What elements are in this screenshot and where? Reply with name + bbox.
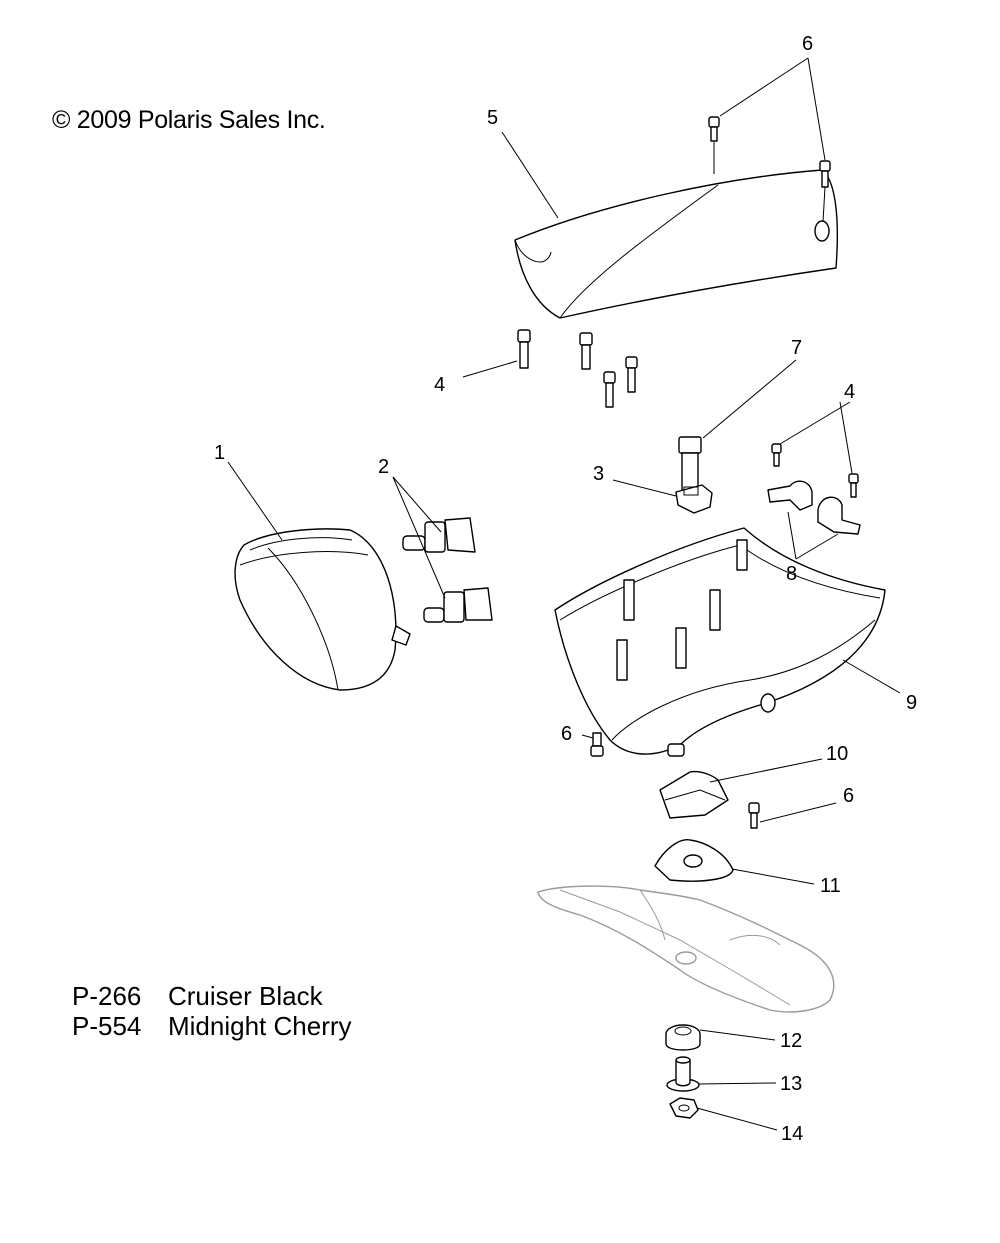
legend-row: P-554 Midnight Cherry: [72, 1011, 352, 1041]
part-11-grommet-plate: [654, 839, 734, 882]
callout-1: 1: [214, 442, 225, 464]
legend-row: P-266 Cruiser Black: [72, 981, 352, 1011]
callout-9: 9: [906, 692, 917, 714]
part-13-spacer: [666, 1056, 700, 1092]
part-14-nut: [669, 1097, 699, 1119]
part-5-top-cover: [514, 169, 838, 319]
callout-labels: 1 2 3 4 4 5 6 6 6 7 8 9 10 11 12 13 14: [214, 33, 917, 1145]
callout-5: 5: [487, 107, 498, 129]
callout-6-right: 6: [843, 785, 854, 807]
part-7-bolt: [678, 436, 702, 499]
part-6-screw-top-left: [708, 116, 720, 142]
legend-code: P-554: [72, 1011, 142, 1041]
part-6-screw-top-right: [819, 160, 831, 188]
part-4-screws-left: [517, 329, 638, 408]
part-1-headlamp: [234, 528, 411, 691]
callout-4-right: 4: [844, 381, 855, 403]
color-code-legend: P-266 Cruiser Black P-554 Midnight Cherr…: [72, 981, 352, 1041]
copyright-notice: © 2009 Polaris Sales Inc.: [52, 106, 326, 134]
callout-12: 12: [780, 1030, 802, 1052]
part-6-screw-right: [748, 802, 760, 829]
part-3-nut-block: [675, 484, 713, 514]
part-4-screws-right: [771, 443, 859, 498]
callout-4-left: 4: [434, 374, 445, 396]
legend-color-name: Midnight Cherry: [168, 1011, 352, 1041]
callout-14: 14: [781, 1123, 803, 1145]
part-12-bushing: [665, 1024, 701, 1051]
callout-2: 2: [378, 456, 389, 478]
part-8-clamps: [767, 480, 861, 535]
callout-11: 11: [820, 875, 841, 897]
callout-8: 8: [786, 563, 797, 585]
frame-reference: [537, 885, 835, 1013]
part-10-mount-pad: [659, 770, 729, 819]
callout-6-mid: 6: [561, 723, 572, 745]
callout-6-top: 6: [802, 33, 813, 55]
callout-7: 7: [791, 337, 802, 359]
part-6-screw-mid: [590, 732, 604, 757]
part-9-lower-housing: [554, 527, 886, 757]
callout-13: 13: [780, 1073, 802, 1095]
callout-3: 3: [593, 463, 604, 485]
part-2-bulbs: [402, 517, 493, 623]
legend-code: P-266: [72, 981, 142, 1011]
legend-color-name: Cruiser Black: [168, 981, 323, 1011]
leader-lines: [227, 57, 901, 1131]
callout-10: 10: [826, 743, 848, 765]
